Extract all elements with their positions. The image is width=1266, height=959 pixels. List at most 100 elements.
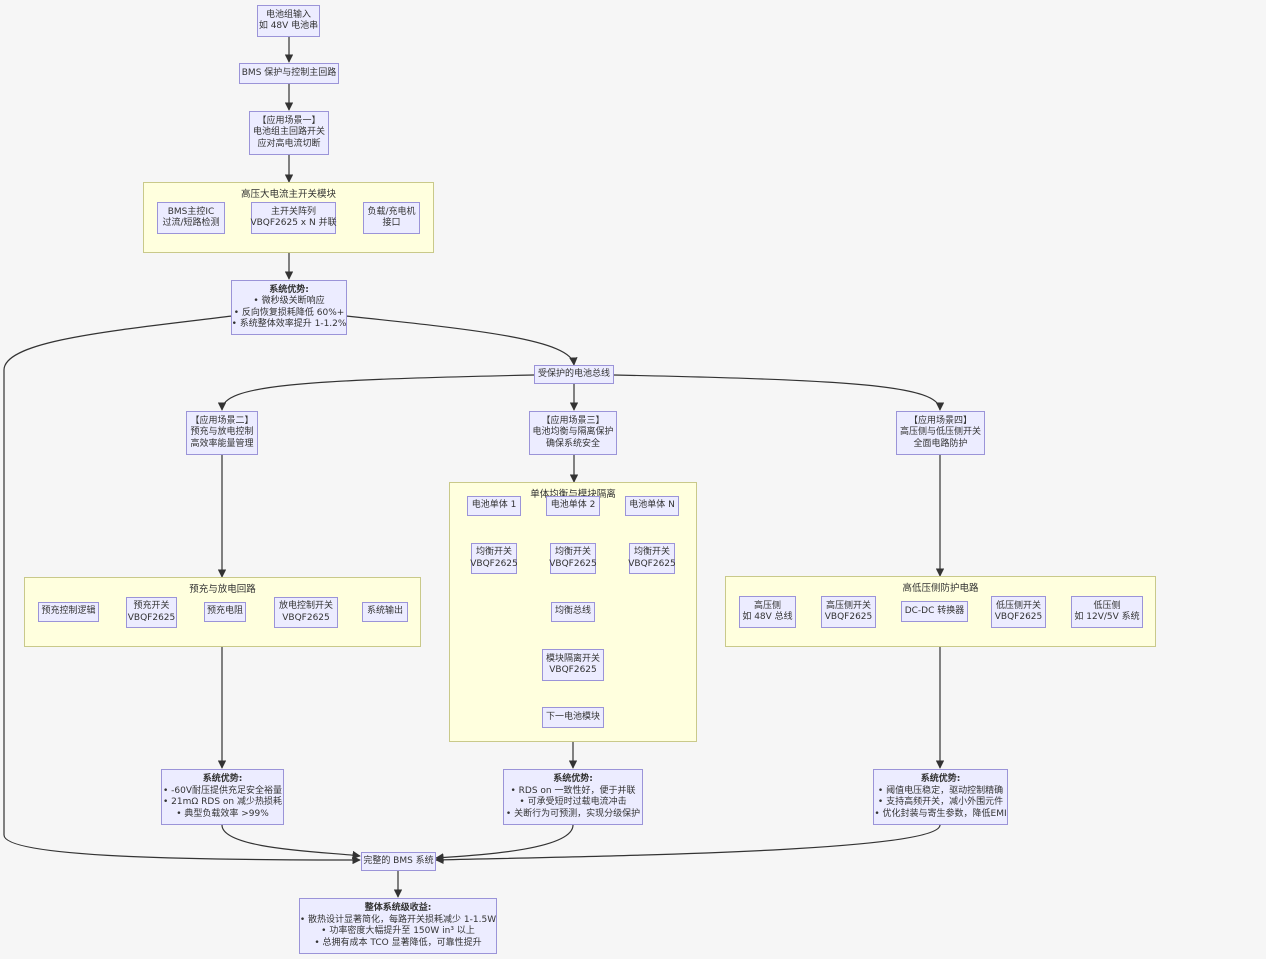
node-scene2: 【应用场景二】 预充与放电控制 高效率能量管理 [186,411,258,455]
node-line: VBQF2625 [994,612,1043,622]
node-line: 负载/充电机 [367,206,416,217]
node-line: • 反向恢复损耗降低 60%+ [233,307,345,318]
node-line: 过流/短路检测 [162,218,220,228]
node-line: 电池单体 N [629,500,675,511]
node-line: DC-DC 转换器 [904,605,965,616]
node-line: 全面电路防护 [913,438,968,449]
node-line: 【应用场景一】 [257,115,321,126]
node-overall-benefits: 整体系统级收益: • 散热设计显著简化，每路开关损耗减少 1-1.5W • 功率… [299,898,497,954]
node-dcdc-converter: DC-DC 转换器 [901,601,968,622]
node-line: 如 48V 电池串 [258,21,319,31]
node-line: 均衡开关 [554,547,591,557]
node-precharge-resistor: 预充电阻 [204,602,246,622]
node-line: 系统输出 [366,606,403,617]
node-scene1: 【应用场景一】 电池组主回路开关 应对高电流切断 [249,111,329,155]
node-line: • 21mΩ RDS on 减少热损耗 [163,797,282,807]
node-line: • 散热设计显著简化，每路开关损耗减少 1-1.5W [299,914,497,925]
node-line: • -60V耐压提供充足安全裕量 [162,785,283,796]
node-line: VBQF2625 [628,558,676,569]
node-line: 接口 [382,218,401,228]
node-line: BMS 保护与控制主回路 [241,67,337,78]
node-balance-switch-n: 均衡开关 VBQF2625 [628,543,676,574]
node-line: VBQF2625 [549,665,597,675]
node-line: 完整的 BMS 系统 [363,855,434,866]
node-line: 【应用场景四】 [908,415,972,426]
node-line: VBQF2625 [549,558,597,569]
node-line: • 可承受短时过载电流冲击 [519,797,627,807]
node-line: 确保系统安全 [545,438,600,449]
node-line: VBQF2625 x N 并联 [250,218,337,228]
node-balance-bus: 均衡总线 [551,602,595,622]
node-precharge-switch: 预充开关 VBQF2625 [126,597,177,628]
node-line: VBQF2625 [282,612,330,623]
node-line: VBQF2625 [127,612,176,623]
node-line: 均衡开关 [475,547,512,557]
node-line: • RDS on 一致性好，便于并联 [510,785,636,796]
node-balance-switch-1: 均衡开关 VBQF2625 [470,543,518,574]
node-cell-2: 电池单体 2 [546,496,600,516]
node-line: 预充电阻 [207,606,244,617]
node-hs-switch: 高压侧开关 VBQF2625 [821,596,876,628]
node-title: 系统优势: [920,774,961,784]
node-line: • 总拥有成本 TCO 显著降低，可靠性提升 [314,937,482,948]
node-title: 系统优势: [269,284,309,295]
node-line: • 支持高频开关，减小外围元件 [877,797,1004,807]
node-system-output: 系统输出 [362,602,408,622]
node-line: 均衡开关 [633,547,670,557]
cluster-title: 高压大电流主开关模块 [240,189,336,200]
node-title: 系统优势: [553,774,593,784]
edge-adv1-bus [345,315,578,366]
node-advantage-3: 系统优势: • RDS on 一致性好，便于并联 • 可承受短时过载电流冲击 •… [503,769,643,825]
node-bms-ic: BMS主控IC 过流/短路检测 [157,202,225,234]
node-line: 主开关阵列 [270,206,316,217]
node-line: 高压侧开关 [825,600,871,611]
node-title: 整体系统级收益: [364,903,432,913]
node-load-port: 负载/充电机 接口 [363,202,420,234]
node-cell-n: 电池单体 N [625,496,679,516]
cluster-title: 单体均衡与模块隔离 [530,489,616,500]
node-line: 如 12V/5V 系统 [1074,612,1140,622]
node-scene3: 【应用场景三】 电池均衡与隔离保护 确保系统安全 [529,411,617,455]
node-main-switch: 主开关阵列 VBQF2625 x N 并联 [250,202,337,234]
node-line: BMS主控IC [167,206,215,217]
node-next-module: 下一电池模块 [542,707,604,728]
node-scene4: 【应用场景四】 高压侧与低压侧开关 全面电路防护 [896,411,985,455]
node-line: 低压侧 [1093,600,1121,611]
node-line: 预充控制逻辑 [41,606,96,617]
edge-adv2-complete [221,824,361,860]
node-line: • 阈值电压稳定，驱动控制精确 [877,785,1004,796]
node-line: 预充与放电控制 [190,427,254,438]
node-line: 下一电池模块 [545,711,600,722]
edge-bus-scene4 [613,374,945,411]
node-line: 如 48V 总线 [742,612,793,622]
node-balance-switch-2: 均衡开关 VBQF2625 [549,543,597,574]
node-line: VBQF2625 [470,558,518,569]
node-cell-1: 电池单体 1 [467,496,521,516]
edge-adv4-complete [435,824,941,865]
cluster-title: 高低压侧防护电路 [902,583,979,594]
node-line: 受保护的电池总线 [537,368,610,379]
node-line: 电池均衡与隔离保护 [532,427,614,438]
node-advantage-2: 系统优势: • -60V耐压提供充足安全裕量 • 21mΩ RDS on 减少热… [161,769,284,825]
node-ls-switch: 低压侧开关 VBQF2625 [991,596,1046,628]
node-line: 电池单体 1 [471,500,517,511]
node-complete-bms: 完整的 BMS 系统 [361,852,436,871]
node-bms-protect: BMS 保护与控制主回路 [239,63,339,84]
node-line: 均衡总线 [554,606,591,617]
node-line: • 系统整体效率提升 1-1.2% [231,319,347,329]
node-line: 【应用场景二】 [190,415,254,426]
node-line: • 典型负载效率 >99% [176,808,269,819]
node-line: 预充开关 [133,601,170,611]
node-line: 高效率能量管理 [190,438,254,449]
node-line: 电池组主回路开关 [252,127,325,138]
node-hv-side: 高压侧 如 48V 总线 [739,596,796,628]
node-line: • 微秒级关断响应 [253,296,325,306]
edge-adv3-complete [435,824,574,862]
node-line: 应对高电流切断 [257,138,321,149]
node-isolation-switch: 模块隔离开关 VBQF2625 [542,649,604,681]
node-title: 系统优势: [202,774,243,784]
node-line: 高压侧 [753,600,781,611]
node-line: 低压侧开关 [995,600,1041,611]
node-line: 模块隔离开关 [545,653,600,664]
node-lv-side: 低压侧 如 12V/5V 系统 [1071,596,1143,628]
